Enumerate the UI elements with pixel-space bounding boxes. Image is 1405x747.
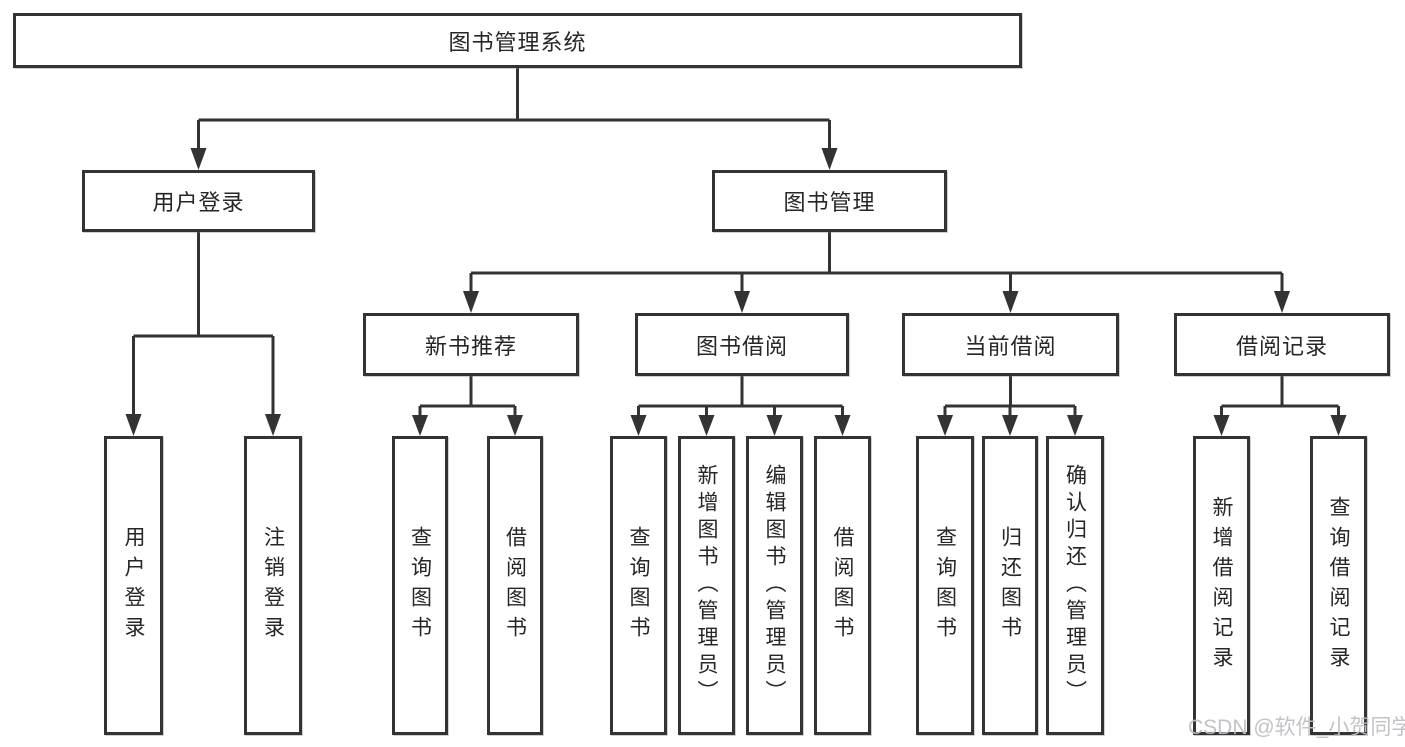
leaf-edit-books-admin: 编辑图书（管理员） (746, 436, 803, 735)
leaf-borrow-books-label: 借阅图书 (831, 525, 854, 646)
node-book-management-label: 图书管理 (783, 190, 876, 215)
leaf-logout: 注销登录 (244, 436, 302, 735)
edge-login-to-leaves (132, 232, 275, 416)
edge-management-to-sections (469, 232, 1284, 293)
node-book-borrow-label: 图书借阅 (695, 333, 788, 359)
leaf-borrow-query-books-label: 查询图书 (627, 525, 650, 646)
leaf-borrow-query-books: 查询图书 (610, 436, 667, 735)
edge-recommend-to-leaves (418, 376, 517, 417)
node-library-system: 图书管理系统 (13, 13, 1022, 68)
node-current-borrow: 当前借阅 (902, 313, 1119, 376)
watermark-text: CSDN @软件_小贺同学 (1188, 716, 1405, 739)
leaf-edit-books-admin-label: 编辑图书（管理员） (763, 464, 786, 707)
node-library-system-label: 图书管理系统 (448, 29, 587, 55)
leaf-confirm-return-admin: 确认归还（管理员） (1046, 436, 1104, 735)
edge-records-to-leaves (1220, 376, 1340, 417)
node-user-login-label: 用户登录 (152, 190, 245, 215)
leaf-recommend-borrow-books-label: 借阅图书 (503, 525, 527, 646)
leaf-current-query-books-label: 查询图书 (933, 525, 957, 646)
leaf-recommend-query-books-label: 查询图书 (408, 525, 432, 646)
leaf-current-query-books: 查询图书 (916, 436, 974, 735)
leaf-add-borrow-record: 新增借阅记录 (1193, 436, 1250, 735)
leaf-add-books-admin: 新增图书（管理员） (678, 436, 735, 735)
leaf-recommend-query-books: 查询图书 (392, 436, 448, 735)
node-current-borrow-label: 当前借阅 (964, 333, 1057, 359)
leaf-add-borrow-record-label: 新增借阅记录 (1210, 495, 1233, 676)
arrowheads (125, 148, 1347, 436)
leaf-logout-label: 注销登录 (261, 525, 285, 646)
leaf-return-books-label: 归还图书 (998, 525, 1022, 646)
leaf-return-books: 归还图书 (982, 436, 1038, 735)
node-new-book-recommend: 新书推荐 (363, 313, 579, 376)
node-book-borrow: 图书借阅 (635, 313, 849, 376)
leaf-user-login: 用户登录 (104, 436, 163, 735)
leaf-borrow-books: 借阅图书 (814, 436, 871, 735)
leaf-confirm-return-admin-label: 确认归还（管理员） (1063, 464, 1087, 707)
node-borrow-records-label: 借阅记录 (1235, 333, 1328, 359)
leaf-query-borrow-record: 查询借阅记录 (1310, 436, 1367, 735)
node-book-management: 图书管理 (712, 170, 947, 232)
edge-current-to-leaves (943, 376, 1077, 417)
edge-root-to-level2 (197, 68, 831, 150)
edge-borrow-to-leaves (637, 376, 844, 417)
node-user-login: 用户登录 (82, 170, 315, 232)
leaf-user-login-label: 用户登录 (122, 525, 145, 646)
node-new-book-recommend-label: 新书推荐 (424, 333, 517, 359)
node-borrow-records: 借阅记录 (1174, 313, 1390, 376)
leaf-recommend-borrow-books: 借阅图书 (487, 436, 543, 735)
leaf-query-borrow-record-label: 查询借阅记录 (1327, 495, 1350, 676)
leaf-add-books-admin-label: 新增图书（管理员） (695, 464, 718, 707)
